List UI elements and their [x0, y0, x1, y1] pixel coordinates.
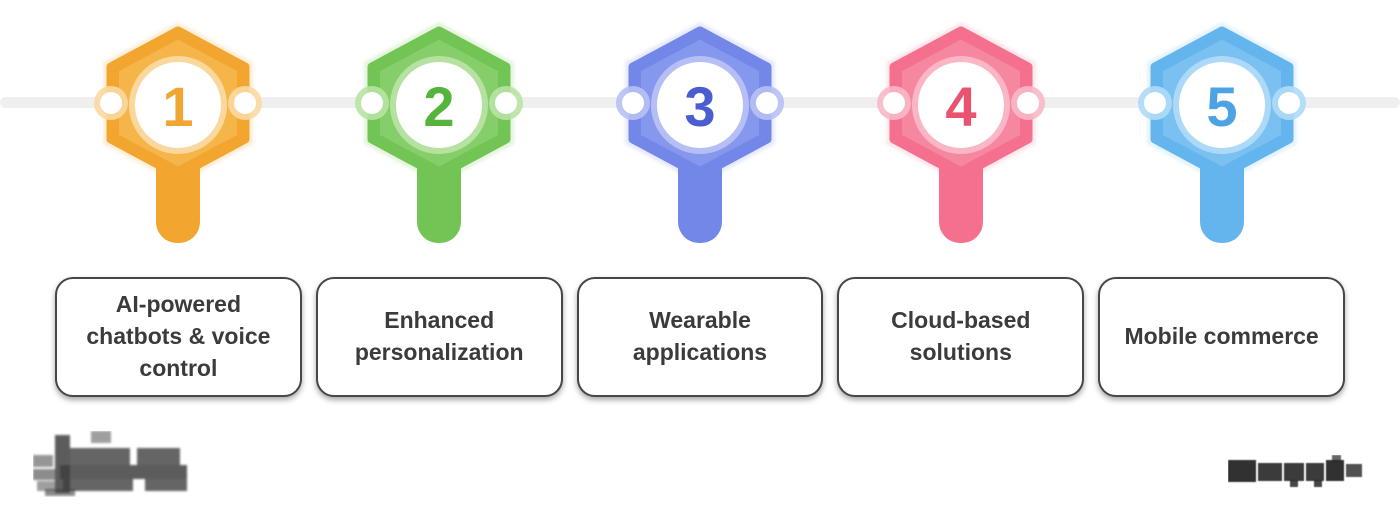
- step-label: Enhanced personalization: [354, 307, 524, 365]
- step-number: 3: [684, 75, 715, 138]
- step-marker-hexagon-pin: 4: [876, 22, 1045, 243]
- marker-right-dot: [234, 92, 257, 114]
- pixelated-watermark-right: [1228, 455, 1362, 487]
- marker-circle: [135, 62, 222, 148]
- step-label: Wearable applications: [632, 307, 768, 365]
- step-card: Cloud-based solutions: [837, 277, 1085, 397]
- pixelated-blocks: [1228, 455, 1362, 487]
- marker-right-dot: [755, 92, 778, 114]
- step-number: 2: [424, 75, 455, 138]
- marker-circle: [656, 62, 743, 148]
- step-card: Mobile commerce: [1098, 277, 1345, 397]
- step-number: 5: [1206, 75, 1237, 138]
- marker-left-dot: [621, 92, 644, 114]
- marker-circle: [1178, 62, 1265, 148]
- timeline-steps: 1 AI-powered chatbots & voice control 2 …: [55, 20, 1345, 397]
- marker-left-dot: [361, 92, 384, 114]
- timeline-step-4: 4 Cloud-based solutions: [837, 20, 1085, 397]
- marker-left-dot: [100, 92, 123, 114]
- marker-left-dot: [1143, 92, 1166, 114]
- marker-right-dot: [1016, 92, 1039, 114]
- step-card: Wearable applications: [576, 277, 824, 397]
- timeline-step-2: 2 Enhanced personalization: [315, 20, 563, 397]
- marker-right-dot: [495, 92, 518, 114]
- step-marker-hexagon-pin: 1: [94, 22, 263, 243]
- timeline-step-1: 1 AI-powered chatbots & voice control: [55, 20, 302, 397]
- marker-left-dot: [882, 92, 905, 114]
- marker-right-dot: [1277, 92, 1300, 114]
- timeline-step-3: 3 Wearable applications: [576, 20, 824, 397]
- marker-circle: [396, 62, 483, 148]
- step-marker-hexagon-pin: 2: [355, 22, 524, 243]
- step-label: Cloud-based solutions: [891, 307, 1031, 365]
- step-number: 4: [945, 75, 976, 138]
- pixelated-logo-watermark-left: [33, 431, 187, 496]
- pixelated-blocks: [33, 431, 187, 496]
- step-marker-hexagon-pin: 3: [615, 22, 784, 243]
- step-card: AI-powered chatbots & voice control: [55, 277, 302, 397]
- step-label: Mobile commerce: [1124, 323, 1319, 350]
- step-number: 1: [163, 75, 194, 138]
- marker-circle: [917, 62, 1004, 148]
- step-marker-hexagon-pin: 5: [1137, 22, 1306, 243]
- step-card: Enhanced personalization: [315, 277, 563, 397]
- step-label: AI-powered chatbots & voice control: [86, 291, 271, 381]
- timeline-step-5: 5 Mobile commerce: [1098, 20, 1345, 397]
